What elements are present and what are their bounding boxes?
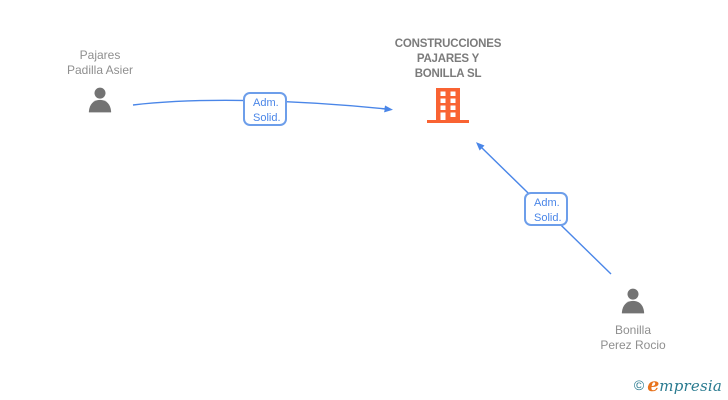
copyright-icon: © — [633, 377, 645, 393]
company-name-line2: PAJARES Y — [416, 53, 480, 65]
node-person-bonilla-perez-rocio[interactable]: Bonilla Perez Rocio — [563, 287, 703, 353]
edge-label-line2: Solid. — [534, 212, 562, 224]
edge-label-line1: Adm. — [253, 97, 279, 109]
edge-label-adm-solid-2: Adm. Solid. — [524, 192, 568, 226]
node-company-construcciones-pajares-y-bonilla-sl[interactable]: CONSTRUCCIONES PAJARES Y BONILLA SL — [360, 37, 536, 123]
edge-label-line2: Solid. — [253, 112, 281, 124]
person-name-line2: Padilla Asier — [66, 63, 134, 77]
person-name-line2: Perez Rocio — [600, 338, 666, 352]
company-name-line1: CONSTRUCCIONES — [394, 38, 502, 50]
person-name: Pajares Padilla Asier — [67, 48, 133, 78]
person-name-line1: Bonilla — [614, 323, 652, 337]
building-icon[interactable] — [427, 88, 469, 123]
person-name-line1: Pajares — [79, 48, 121, 62]
empresia-logo[interactable]: ©empresia — [634, 374, 722, 396]
company-name: CONSTRUCCIONES PAJARES Y BONILLA SL — [394, 37, 502, 82]
node-person-pajares-padilla-asier[interactable]: Pajares Padilla Asier — [30, 48, 170, 116]
empresia-logo-initial: e — [647, 374, 660, 396]
person-icon[interactable] — [86, 86, 114, 116]
empresia-logo-text: mpresia — [659, 377, 722, 395]
person-name: Bonilla Perez Rocio — [600, 323, 665, 353]
edge-label-adm-solid-1: Adm. Solid. — [243, 92, 287, 126]
edge-label-line1: Adm. — [534, 197, 560, 209]
person-icon[interactable] — [619, 287, 647, 317]
company-name-line3: BONILLA SL — [414, 68, 482, 80]
